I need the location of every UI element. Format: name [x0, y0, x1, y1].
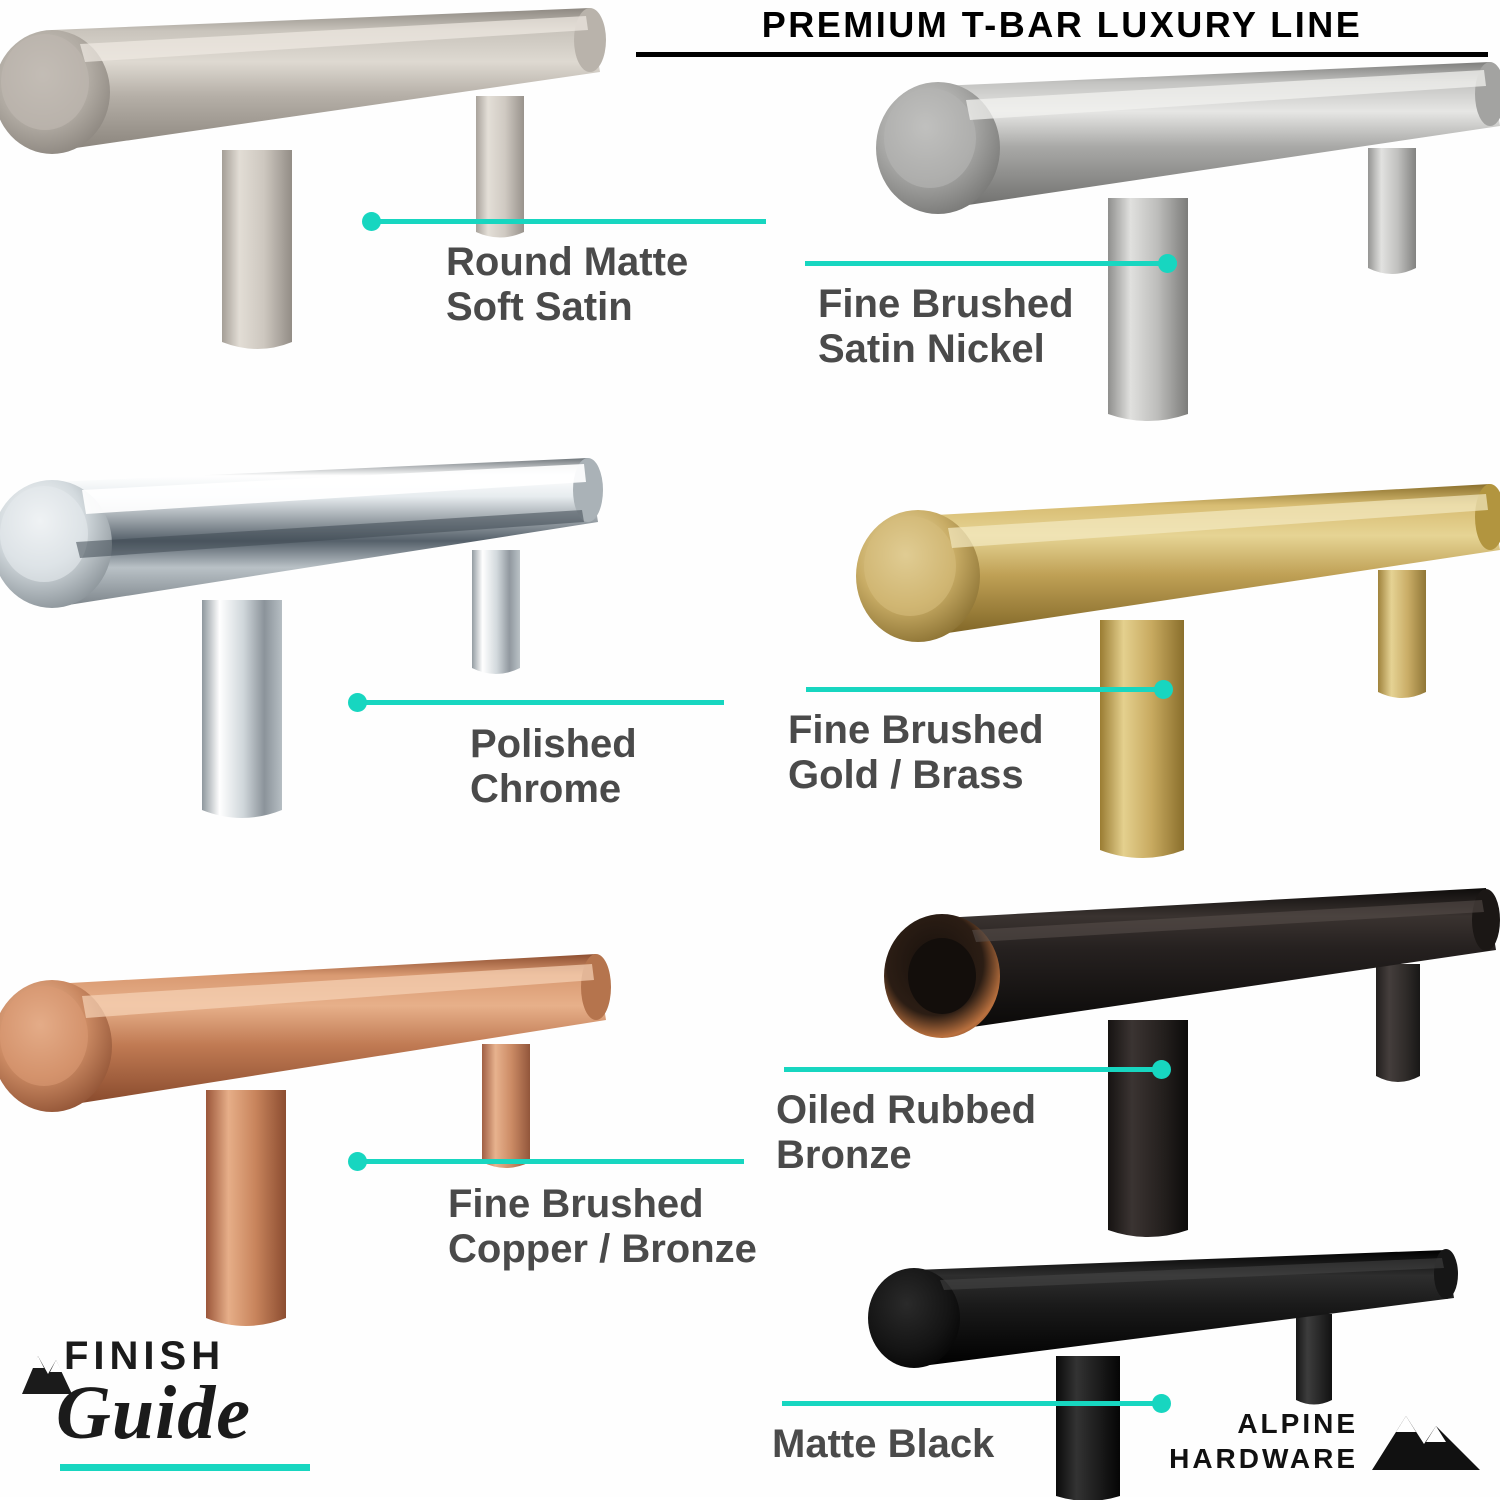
- leader-dot-fine-brushed-copper-bronze: [348, 1152, 367, 1171]
- alpine-line1: ALPINE: [1237, 1408, 1358, 1439]
- leader-line-fine-brushed-satin-nickel: [805, 261, 1177, 266]
- product-oiled-rubbed-bronze: [880, 880, 1500, 1240]
- leader-line-fine-brushed-gold-brass: [806, 687, 1172, 692]
- oiled-rubbed-bronze-svg: [884, 888, 1500, 1237]
- mountain-icon: [22, 1356, 72, 1394]
- fine-brushed-copper-bronze-svg: [0, 954, 611, 1326]
- alpine-mountain-icon: [1372, 1416, 1480, 1470]
- alpine-wordmark: ALPINE HARDWARE: [1148, 1406, 1358, 1476]
- finish-guide-logo: FINISH Guide: [18, 1330, 318, 1490]
- callout-label-matte-black: Matte Black: [772, 1422, 995, 1466]
- leader-dot-matte-black: [1152, 1394, 1171, 1413]
- finish-guide-line1: FINISH: [64, 1334, 226, 1378]
- product-polished-chrome: [0, 440, 610, 840]
- product-matte-black: [860, 1240, 1500, 1501]
- fine-brushed-gold-brass-svg: [856, 484, 1500, 858]
- callout-fine-brushed-gold-brass: Fine Brushed Gold / Brass: [788, 708, 1128, 798]
- callout-label-oiled-rubbed-bronze: Oiled Rubbed Bronze: [776, 1088, 1036, 1177]
- callout-matte-black: Matte Black: [772, 1422, 1102, 1467]
- callout-fine-brushed-copper-bronze: Fine Brushed Copper / Bronze: [448, 1182, 808, 1272]
- alpine-line2: HARDWARE: [1169, 1443, 1358, 1474]
- callout-label-round-matte-soft-satin: Round Matte Soft Satin: [446, 240, 689, 329]
- callout-label-fine-brushed-copper-bronze: Fine Brushed Copper / Bronze: [448, 1182, 757, 1271]
- finish-guide-line2: Guide: [56, 1371, 251, 1455]
- leader-dot-oiled-rubbed-bronze: [1152, 1060, 1171, 1079]
- round-matte-soft-satin-svg: [0, 8, 606, 349]
- callout-label-fine-brushed-gold-brass: Fine Brushed Gold / Brass: [788, 708, 1044, 797]
- product-fine-brushed-gold-brass: [850, 470, 1500, 870]
- product-round-matte-soft-satin: [0, 0, 630, 350]
- title-underline: [636, 52, 1488, 57]
- leader-dot-fine-brushed-satin-nickel: [1158, 254, 1177, 273]
- leader-dot-fine-brushed-gold-brass: [1154, 680, 1173, 699]
- callout-label-polished-chrome: Polished Chrome: [470, 722, 637, 811]
- leader-line-matte-black: [782, 1401, 1166, 1406]
- leader-line-oiled-rubbed-bronze: [784, 1067, 1166, 1072]
- fine-brushed-satin-nickel-svg: [876, 62, 1500, 421]
- product-fine-brushed-copper-bronze: [0, 940, 620, 1340]
- alpine-hardware-logo: ALPINE HARDWARE: [1148, 1398, 1488, 1488]
- callout-label-fine-brushed-satin-nickel: Fine Brushed Satin Nickel: [818, 282, 1074, 371]
- leader-dot-round-matte-soft-satin: [362, 212, 381, 231]
- polished-chrome-svg: [0, 458, 603, 818]
- leader-line-round-matte-soft-satin: [370, 219, 766, 224]
- callout-oiled-rubbed-bronze: Oiled Rubbed Bronze: [776, 1088, 1106, 1178]
- finish-guide-underline: [60, 1464, 310, 1471]
- leader-line-polished-chrome: [356, 700, 724, 705]
- page-title: PREMIUM T-BAR LUXURY LINE: [761, 4, 1363, 45]
- leader-dot-polished-chrome: [348, 693, 367, 712]
- matte-black-svg: [868, 1249, 1458, 1501]
- callout-fine-brushed-satin-nickel: Fine Brushed Satin Nickel: [818, 282, 1158, 372]
- product-fine-brushed-satin-nickel: [860, 48, 1500, 428]
- leader-line-fine-brushed-copper-bronze: [356, 1159, 744, 1164]
- callout-round-matte-soft-satin: Round Matte Soft Satin: [446, 240, 776, 330]
- callout-polished-chrome: Polished Chrome: [470, 722, 770, 812]
